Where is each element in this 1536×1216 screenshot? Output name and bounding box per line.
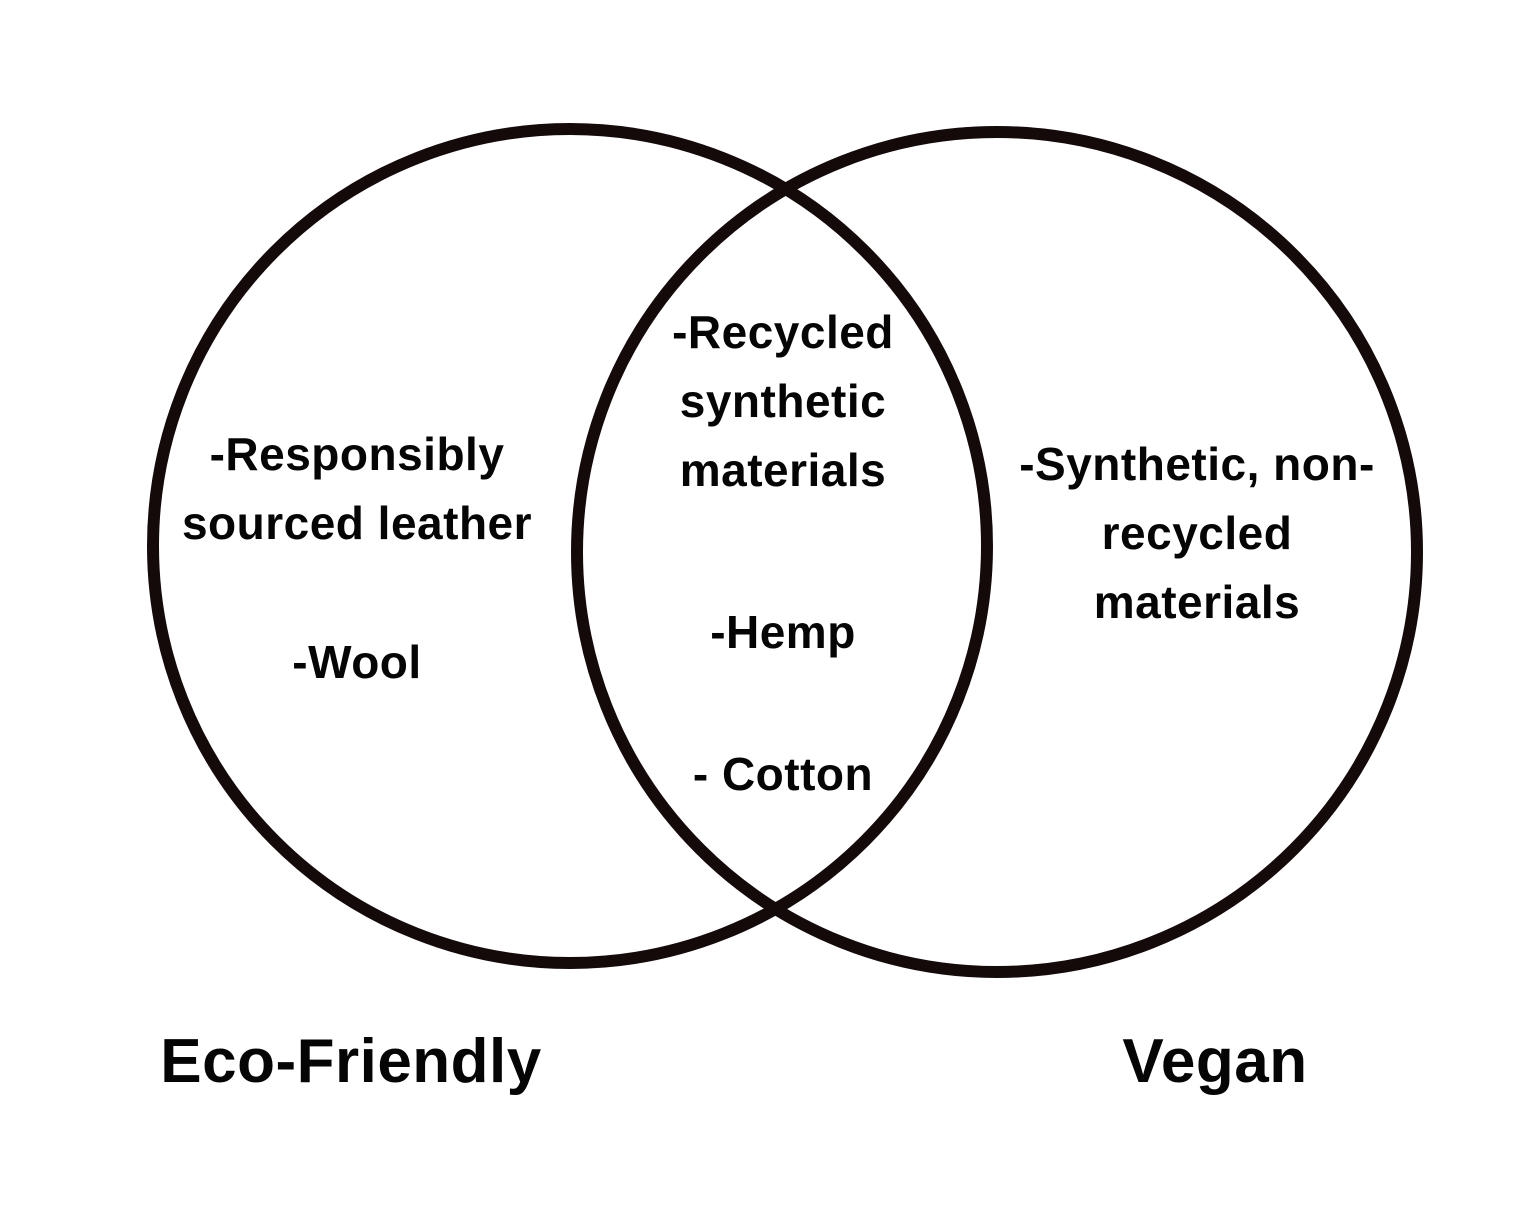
intersection-item-recycled-synthetic-materials: -Recycled synthetic materials [672,306,894,496]
vegan-item-synthetic-non-recycled-materials: -Synthetic, non-recycled materials [1019,438,1375,628]
eco-item-responsibly-sourced-leather: -Responsibly sourced leather [181,428,533,549]
vegan-label: Vegan [1122,1027,1308,1096]
intersection-item-cotton: - Cotton [692,748,874,800]
eco-item-wool: -Wool [292,636,422,688]
intersection-item-hemp: -Hemp [710,606,856,658]
vegan-circle [571,126,1423,978]
eco-friendly-circle [147,123,993,969]
eco-friendly-label: Eco-Friendly [160,1027,542,1096]
